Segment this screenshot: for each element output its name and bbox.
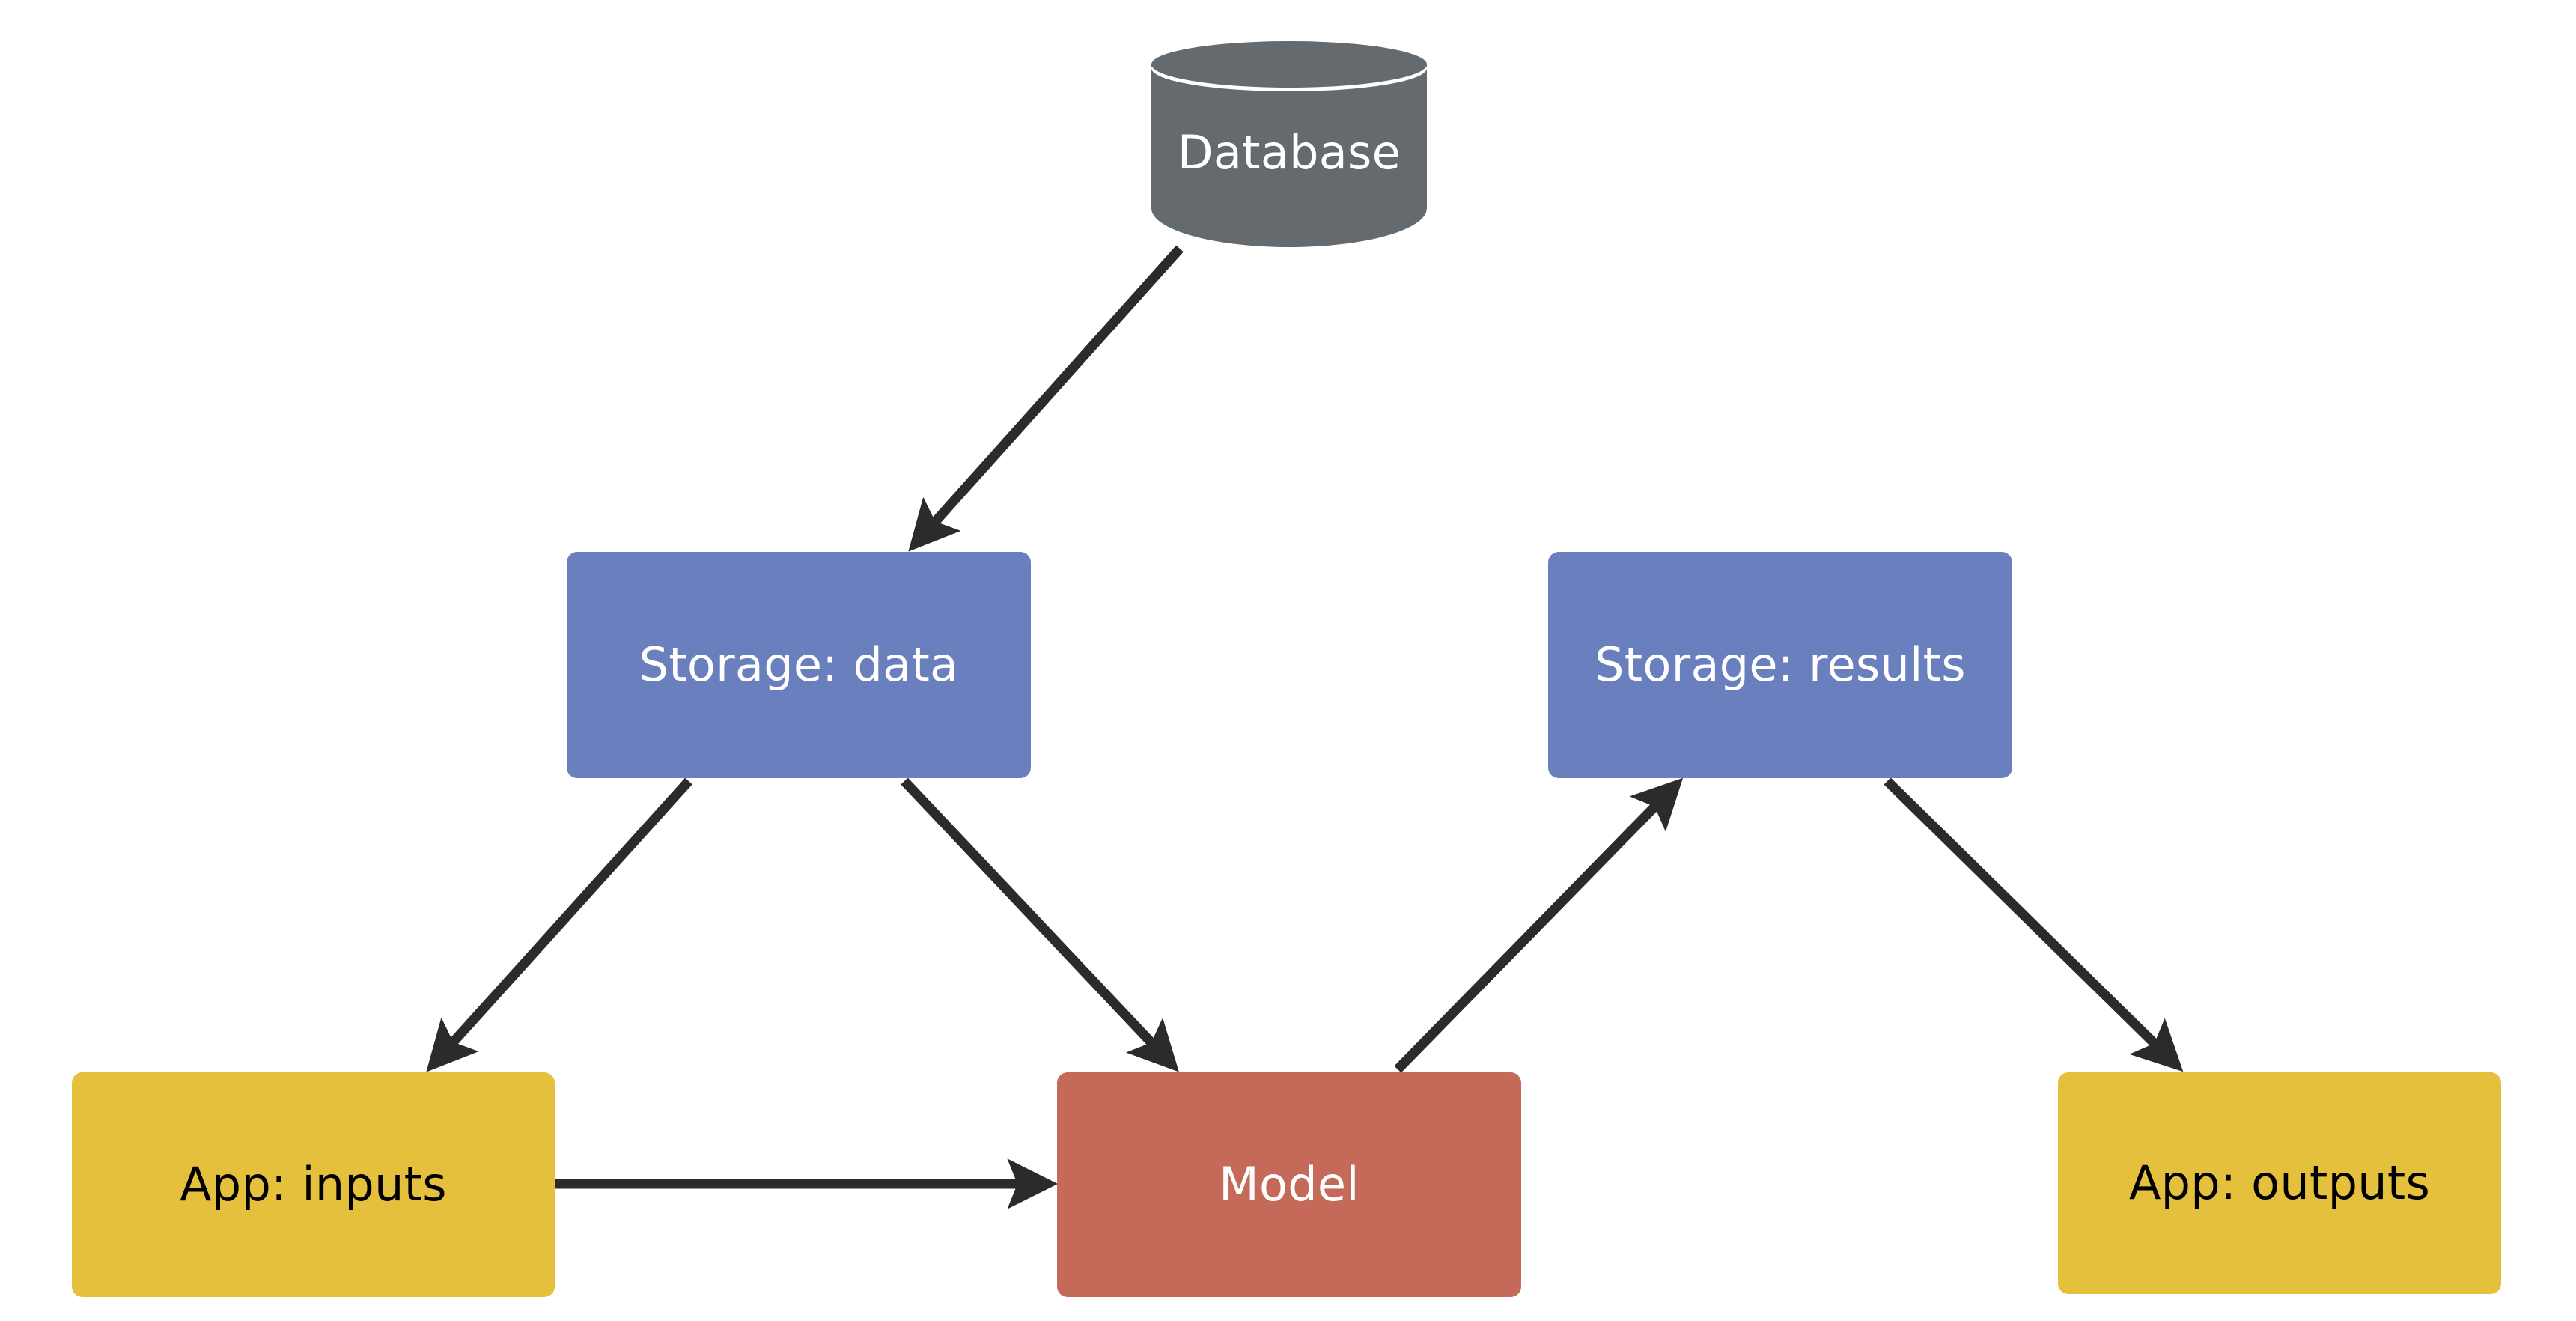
edge-storage-data-to-app-inputs [426, 777, 692, 1072]
node-storage-results-label: Storage: results [1595, 637, 1966, 692]
node-app-outputs-label: App: outputs [2128, 1155, 2431, 1210]
node-database-label-wrap: Database [1151, 41, 1427, 247]
edge-model-to-storage-results [1394, 777, 1684, 1073]
node-app-inputs[interactable]: App: inputs [72, 1072, 555, 1297]
node-app-inputs-label: App: inputs [180, 1156, 447, 1212]
cylinder-body [1151, 64, 1427, 247]
edge-storage-results-to-app-outputs [1884, 777, 2184, 1072]
node-model[interactable]: Model [1057, 1072, 1521, 1297]
node-storage-data[interactable]: Storage: data [567, 552, 1031, 778]
edge-database-to-storage-data [908, 245, 1184, 552]
edge-storage-data-to-model [901, 777, 1179, 1072]
node-storage-results[interactable]: Storage: results [1548, 552, 2012, 778]
cylinder-top-ellipse [1151, 41, 1427, 88]
node-app-outputs[interactable]: App: outputs [2058, 1072, 2501, 1294]
node-database-label: Database [1177, 125, 1401, 180]
node-storage-data-label: Storage: data [639, 637, 959, 692]
node-database[interactable]: Database [1151, 41, 1427, 247]
node-model-label: Model [1219, 1156, 1359, 1212]
